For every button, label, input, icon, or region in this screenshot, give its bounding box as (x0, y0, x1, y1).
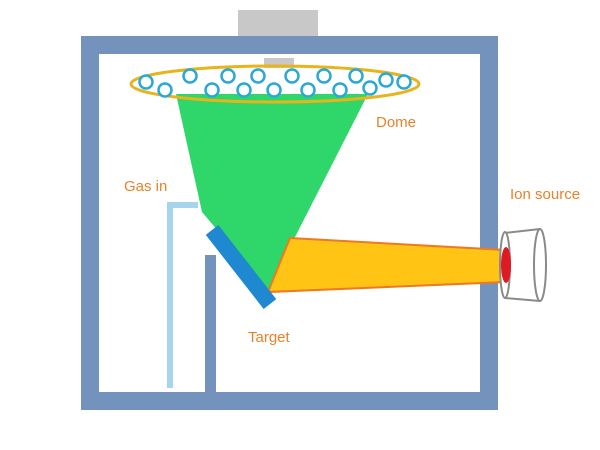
substrate-ring (138, 74, 154, 90)
substrate-ring (236, 82, 252, 98)
substrate-rings (138, 68, 412, 98)
ion-source-back (533, 228, 547, 302)
substrate-ring (378, 72, 394, 88)
substrate-ring (316, 68, 332, 84)
target (205, 225, 277, 309)
substrate-ring (396, 74, 412, 90)
target-support (205, 255, 216, 395)
gas-pipe (167, 202, 198, 388)
gas-in-label: Gas in (124, 178, 168, 195)
substrate-ring (250, 68, 266, 84)
ion-source-emitter (501, 247, 511, 283)
chamber-wall (81, 36, 498, 410)
substrate-ring (332, 82, 348, 98)
target-label: Target (248, 329, 290, 346)
substrate-ring (204, 82, 220, 98)
substrate-ring (284, 68, 300, 84)
substrate-ring (300, 82, 316, 98)
substrate-ring (266, 82, 282, 98)
deposition-cone (176, 94, 368, 290)
ion-source-bottom-edge (504, 297, 541, 302)
ion-source-top-edge (504, 228, 541, 234)
ion-source-label: Ion source (510, 186, 581, 203)
substrate-ring (157, 82, 173, 98)
substrate-ring (182, 68, 198, 84)
dome-label: Dome (376, 114, 417, 131)
substrate-ring (362, 80, 378, 96)
top-fixture-stem (264, 58, 294, 68)
substrate-ring (220, 68, 236, 84)
ion-beam (266, 236, 506, 294)
substrate-ring (348, 68, 364, 84)
top-fixture (238, 10, 318, 37)
dome (129, 64, 421, 104)
